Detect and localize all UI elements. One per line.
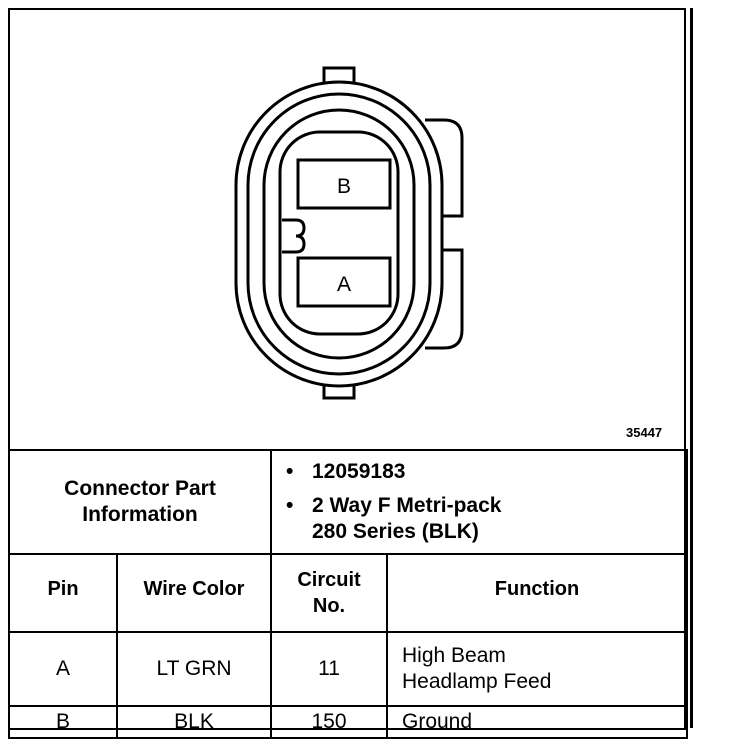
cell-function-line1: Ground	[402, 710, 473, 733]
part-description-line1: 2 Way F Metri-pack	[312, 494, 502, 517]
connector-part-label-line2: Information	[82, 503, 198, 526]
cell-function: High Beam Headlamp Feed	[385, 631, 689, 707]
connector-part-label: Connector Part Information	[8, 449, 272, 555]
connector-housing-ring	[246, 92, 432, 376]
header-circuit: Circuit No.	[270, 553, 388, 633]
cell-pin: A	[8, 631, 118, 707]
connector-info-table: Connector Part Information • 12059183 • …	[8, 449, 689, 739]
table-row: A LT GRN 11 High Beam Headlamp Feed	[8, 631, 689, 707]
page-edge-line	[690, 8, 693, 728]
connector-housing-inner	[262, 108, 416, 360]
connector-key	[282, 218, 306, 254]
cell-pin: B	[8, 705, 118, 739]
header-function: Function	[385, 553, 689, 633]
cell-circuit: 150	[270, 705, 388, 739]
connector-face-drawing: B A	[234, 66, 464, 400]
header-circuit-line2: No.	[312, 595, 346, 617]
part-description-item: • 2 Way F Metri-pack	[286, 493, 686, 519]
terminal-a-label: A	[337, 273, 351, 296]
header-wire-color: Wire Color	[116, 553, 272, 633]
terminal-b-box	[296, 158, 392, 210]
connector-housing-outer	[234, 80, 444, 388]
cell-function-line2: Headlamp Feed	[402, 670, 552, 693]
bullet-icon: •	[286, 494, 294, 517]
cell-function-line1: High Beam	[402, 644, 506, 667]
terminal-b-label: B	[337, 175, 351, 198]
cell-wire-color: LT GRN	[116, 631, 272, 707]
header-circuit-line1: Circuit	[297, 569, 361, 591]
cell-wire-color: BLK	[116, 705, 272, 739]
connector-part-row: Connector Part Information • 12059183 • …	[8, 449, 689, 555]
bullet-icon: •	[286, 460, 294, 483]
cell-function: Ground	[385, 705, 689, 739]
part-description-line2: 280 Series (BLK)	[312, 520, 479, 543]
part-number: 12059183	[312, 460, 406, 483]
connector-part-details: • 12059183 • 2 Way F Metri-pack 280 Seri…	[269, 449, 689, 555]
table-header-row: Pin Wire Color Circuit No. Function	[8, 553, 689, 633]
part-number-item: • 12059183	[286, 459, 686, 485]
cell-circuit: 11	[270, 631, 388, 707]
header-pin: Pin	[8, 553, 118, 633]
figure-number: 35447	[626, 425, 663, 440]
part-description-item-cont: 280 Series (BLK)	[312, 519, 686, 545]
table-row: B BLK 150 Ground	[8, 705, 689, 739]
connector-cavity	[278, 130, 400, 336]
terminal-a-box	[296, 256, 392, 308]
connector-part-label-line1: Connector Part	[64, 477, 216, 500]
